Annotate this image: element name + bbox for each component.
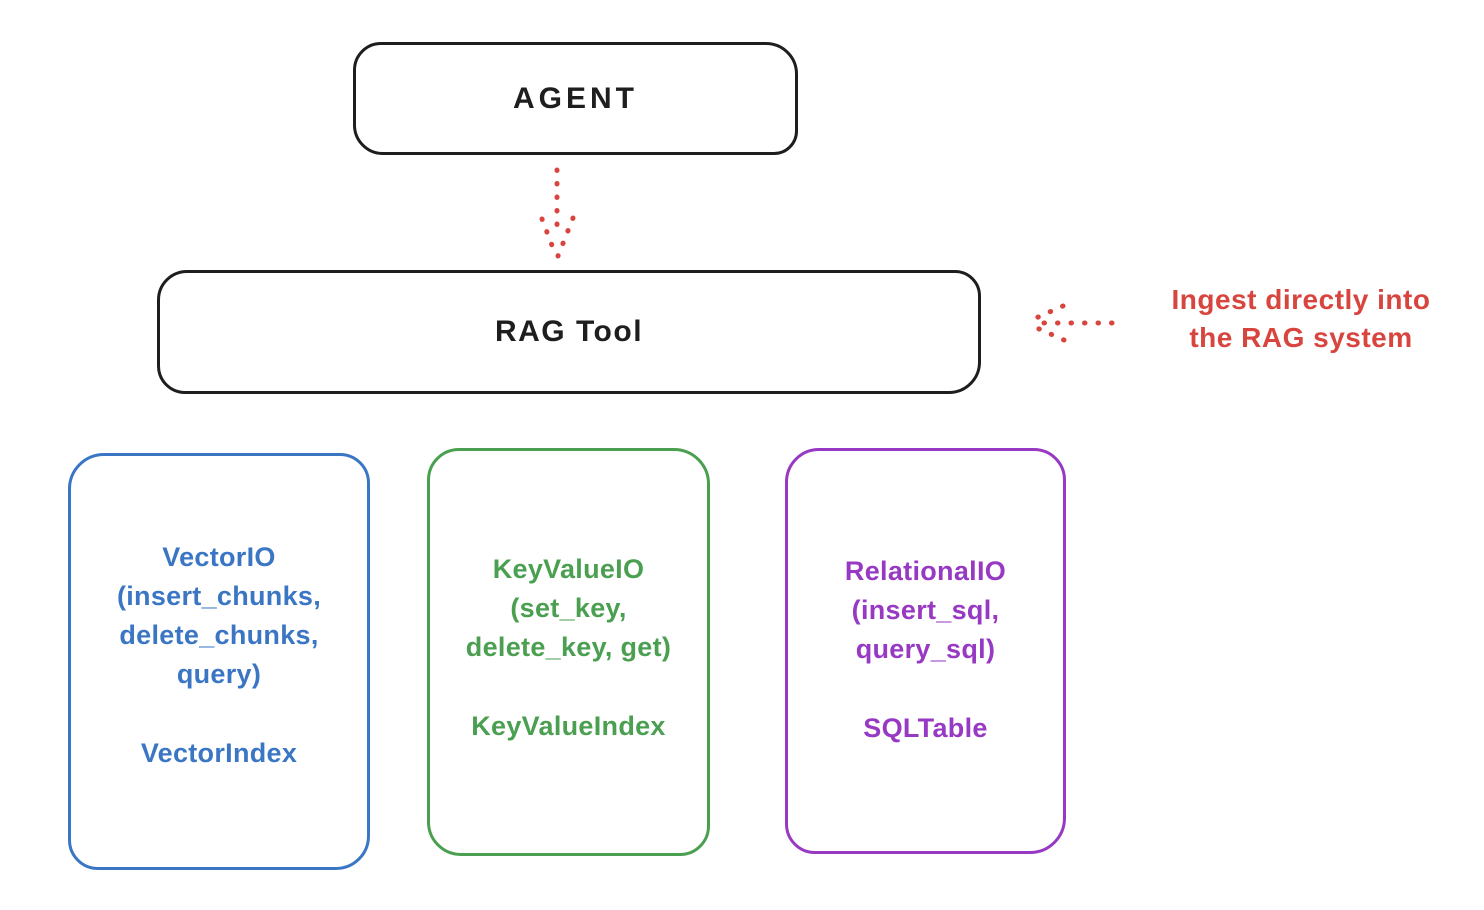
provider-box-key-value-io: KeyValueIO (set_key, delete_key, get) Ke… [427,448,710,856]
annotation-line: the RAG system [1189,322,1413,353]
provider-methods: RelationalIO (insert_sql, query_sql) [788,552,1063,669]
provider-line: query_sql) [855,634,996,664]
provider-index-label: SQLTable [863,713,988,743]
ingest-annotation: Ingest directly into the RAG system [1128,281,1474,357]
provider-methods: VectorIO (insert_chunks, delete_chunks, … [71,538,367,694]
provider-line: RelationalIO [844,556,1007,586]
agent-to-rag-arrow [539,167,576,259]
annotation-line: Ingest directly into [1171,284,1431,315]
provider-box-relational-io: RelationalIO (insert_sql, query_sql) SQL… [785,448,1066,854]
provider-line: (insert_chunks, [116,581,322,611]
provider-line: (set_key, [510,593,627,623]
provider-line: (insert_sql, [851,595,1000,625]
agent-box: AGENT [353,42,798,155]
provider-line: delete_chunks, [119,620,319,650]
provider-index-label: VectorIndex [140,738,298,768]
rag-tool-box: RAG Tool [157,270,981,394]
provider-box-vector-io: VectorIO (insert_chunks, delete_chunks, … [68,453,370,870]
provider-line: KeyValueIO [492,554,645,584]
arrow-head-top [1024,303,1066,325]
agent-label: AGENT [513,81,638,115]
provider-line: query) [176,659,262,689]
arrow-head-left [539,216,559,259]
rag-tool-label: RAG Tool [494,315,644,348]
arrow-head-bottom [1025,321,1067,343]
provider-line: VectorIO [162,542,276,572]
provider-index-label: KeyValueIndex [471,711,666,741]
provider-methods: KeyValueIO (set_key, delete_key, get) [430,550,707,667]
ingest-annotation-arrow [1024,303,1115,343]
arrow-head-right [555,215,576,259]
provider-line: delete_key, get) [465,632,672,662]
